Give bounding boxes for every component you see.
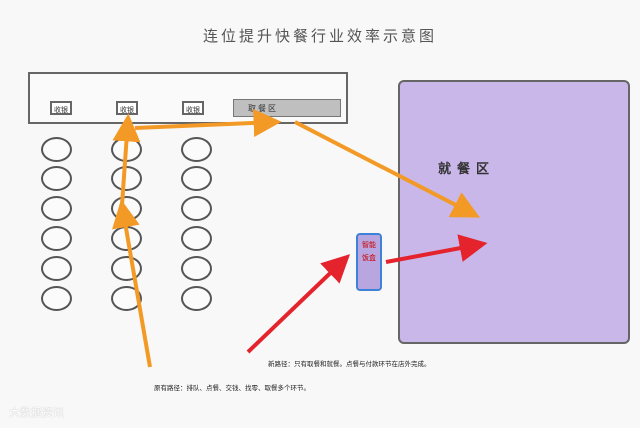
smart-lunchbox-label: 智能 饭盒	[362, 241, 376, 262]
queue-person	[41, 286, 72, 311]
queue-person	[41, 137, 72, 162]
new-path-arrow-to-dining	[385, 234, 488, 264]
watermark: 大数据资讯	[9, 406, 64, 419]
queue-person	[41, 226, 72, 251]
queue-person	[181, 256, 212, 281]
new-path-note: 新路径：只有取餐和就餐。点餐与付款环节在店外完成。	[268, 360, 431, 368]
queue-person	[181, 166, 212, 191]
dining-area	[398, 80, 630, 344]
queue-person	[181, 196, 212, 221]
diagram-title: 连位提升快餐行业效率示意图	[202, 27, 437, 45]
cashier-3: 收银	[182, 101, 204, 115]
old-path-arrow-to-dining	[294, 120, 480, 218]
queue-person	[41, 196, 72, 221]
dining-area-label: 就餐区	[438, 162, 496, 177]
cashier-1: 收银	[50, 101, 72, 115]
queue-person	[41, 166, 72, 191]
old-path-note: 原有路径：排队、点餐、交钱、找零、取餐多个环节。	[154, 384, 310, 392]
queue-person	[111, 166, 142, 191]
queue-person	[181, 137, 212, 162]
old-path-arrow-to-queue	[112, 199, 152, 368]
smart-lunchbox: 智能 饭盒	[356, 233, 382, 291]
queue-person	[181, 286, 212, 311]
queue-person	[181, 226, 212, 251]
queue-person	[41, 256, 72, 281]
new-path-arrow-to-box	[246, 254, 351, 354]
old-path-arrow-to-pickup	[134, 108, 282, 137]
old-path-arrow-to-cashier	[112, 113, 141, 206]
queue-person	[111, 256, 142, 281]
